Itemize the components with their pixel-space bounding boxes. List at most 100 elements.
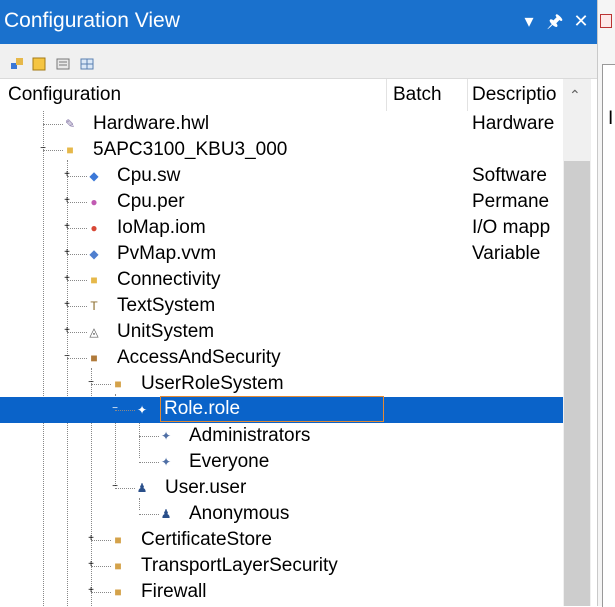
tree-row-connectivity[interactable]: + ■ Connectivity: [0, 267, 563, 293]
grid-icon[interactable]: [80, 57, 94, 71]
tree-item-label[interactable]: IoMap.iom: [117, 217, 206, 238]
properties-icon[interactable]: [32, 57, 46, 71]
expand-icon[interactable]: +: [64, 169, 70, 180]
close-icon[interactable]: ✕: [573, 11, 589, 31]
tree-item-label[interactable]: TransportLayerSecurity: [141, 555, 338, 576]
expand-icon[interactable]: +: [64, 195, 70, 206]
textsystem-icon: T: [90, 299, 98, 313]
tree-guide-line: [139, 498, 140, 510]
document-icon[interactable]: [600, 14, 612, 28]
expand-icon[interactable]: +: [64, 273, 70, 284]
scroll-up-icon[interactable]: ⌃: [569, 87, 581, 103]
tree-item-label[interactable]: AccessAndSecurity: [117, 347, 281, 368]
tree-item-label[interactable]: Anonymous: [189, 503, 290, 524]
tree-item-label[interactable]: Connectivity: [117, 269, 221, 290]
vertical-scrollbar[interactable]: ⌃: [563, 79, 591, 606]
column-header: Configuration Batch Descriptio: [0, 79, 563, 111]
tree-connector: [67, 176, 87, 177]
tree-item-label[interactable]: Cpu.sw: [117, 165, 181, 186]
expand-icon[interactable]: +: [88, 533, 94, 544]
tree-item-label[interactable]: PvMap.vvm: [117, 243, 217, 264]
everyone-icon: ✦: [160, 455, 172, 469]
tree-item-label[interactable]: CertificateStore: [141, 529, 272, 550]
tree-guide-line: [43, 111, 44, 606]
column-batch[interactable]: Batch: [393, 84, 442, 105]
tree-row-administrators[interactable]: ✦ Administrators: [0, 423, 563, 449]
tree-item-label[interactable]: TextSystem: [117, 295, 216, 316]
tree-connector: [91, 540, 111, 541]
scroll-thumb[interactable]: [564, 161, 590, 606]
transportlayersecurity-icon: ■: [114, 559, 122, 573]
tree-item-label[interactable]: Firewall: [141, 581, 207, 602]
tree-row-userrolesystem[interactable]: −■UserRoleSystem: [0, 371, 563, 397]
administrators-icon: ✦: [160, 429, 172, 443]
tree-item-label[interactable]: UnitSystem: [117, 321, 215, 342]
tree-connector: [43, 124, 63, 125]
expand-icon[interactable]: +: [64, 325, 70, 336]
hardware-hwl-icon: ✎: [64, 117, 76, 131]
collapse-icon[interactable]: −: [40, 143, 46, 154]
expand-icon[interactable]: +: [64, 299, 70, 310]
tree-row-user-user[interactable]: − ♟ User.user: [0, 475, 563, 501]
tree-connector: [67, 254, 87, 255]
tree-row-everyone[interactable]: ✦ Everyone: [0, 449, 563, 475]
collapse-icon[interactable]: −: [112, 403, 118, 414]
anonymous-icon: ♟: [160, 507, 172, 521]
expand-icon[interactable]: +: [64, 221, 70, 232]
column-description[interactable]: Descriptio: [472, 84, 557, 105]
tree-connector: [139, 514, 159, 515]
tree-row-role-role[interactable]: −✦Role.role: [0, 396, 563, 423]
column-configuration[interactable]: Configuration: [8, 84, 122, 105]
list-icon[interactable]: [56, 57, 70, 71]
tree-connector: [115, 410, 135, 411]
dropdown-icon[interactable]: ▾: [524, 11, 534, 31]
tree-row-transportlayersecurity[interactable]: + ■ TransportLayerSecurity: [0, 553, 563, 579]
tree-guide-line: [115, 394, 116, 486]
expand-icon[interactable]: +: [88, 559, 94, 570]
tree-row-unitsystem[interactable]: + ◬ UnitSystem: [0, 319, 563, 345]
column-separator[interactable]: [467, 79, 468, 111]
title-bar: Configuration View ▾ 🖈 ✕: [0, 0, 597, 44]
pin-icon[interactable]: 🖈: [546, 11, 564, 31]
tree-connector: [91, 592, 111, 593]
tree-item-label[interactable]: Role.role: [160, 396, 384, 422]
tree-guide-line: [139, 420, 140, 458]
tree-row-firewall[interactable]: +■Firewall: [0, 579, 563, 605]
user-user-icon: ♟: [136, 481, 148, 495]
unitsystem-icon: ◬: [89, 325, 99, 339]
expand-icon[interactable]: +: [64, 247, 70, 258]
tree-row-textsystem[interactable]: + T TextSystem: [0, 293, 563, 319]
column-separator[interactable]: [386, 79, 387, 111]
tree-connector: [115, 488, 135, 489]
tree-row-config-5apc[interactable]: −■5APC3100_KBU3_000: [0, 137, 563, 163]
connectivity-icon: ■: [90, 273, 98, 287]
tree-item-description: Variable: [472, 243, 541, 264]
tree-item-label[interactable]: Everyone: [189, 451, 270, 472]
collapse-icon[interactable]: −: [112, 481, 118, 492]
tree-row-certificatestore[interactable]: +■CertificateStore: [0, 527, 563, 553]
tree-item-label[interactable]: Hardware.hwl: [93, 113, 210, 134]
tree-guide-line: [91, 368, 92, 606]
tree-item-description: Software: [472, 165, 547, 186]
tree-item-label[interactable]: 5APC3100_KBU3_000: [93, 139, 288, 160]
tree-connector: [139, 436, 159, 437]
iomap-iom-icon: ●: [90, 221, 98, 235]
tree-view-icon[interactable]: [10, 57, 24, 71]
tree-item-label[interactable]: Cpu.per: [117, 191, 185, 212]
tree-item-label[interactable]: UserRoleSystem: [141, 373, 284, 394]
tree-guide-line: [67, 160, 68, 606]
collapse-icon[interactable]: −: [88, 377, 94, 388]
tree-row-anonymous[interactable]: ♟ Anonymous: [0, 501, 563, 527]
tree-item-label[interactable]: User.user: [165, 477, 247, 498]
tree-row-accessandsecurity[interactable]: −■AccessAndSecurity: [0, 345, 563, 371]
collapse-icon[interactable]: −: [64, 351, 70, 362]
cpu-per-icon: ●: [90, 195, 98, 209]
expand-icon[interactable]: +: [88, 585, 94, 596]
tree-item-label[interactable]: Administrators: [189, 425, 311, 446]
